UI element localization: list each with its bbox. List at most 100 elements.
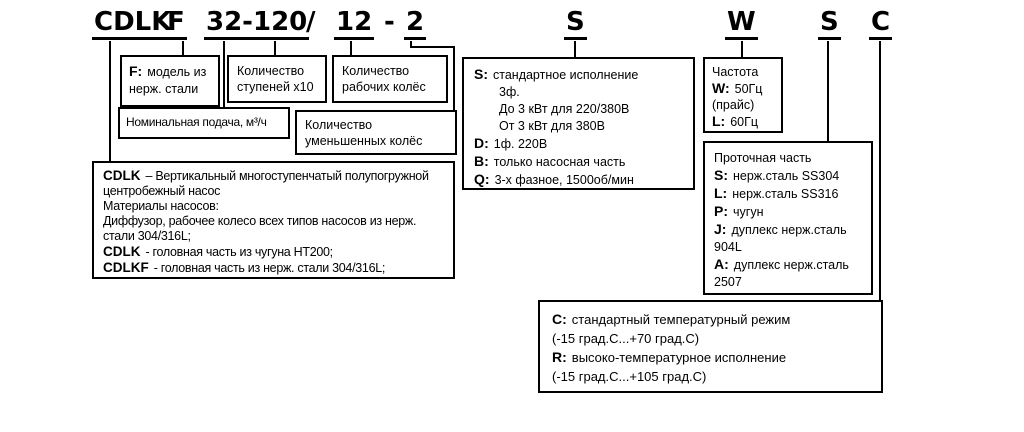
temperature-line: C: стандартный температурный режим [552,310,869,329]
connector-flow-line [223,41,225,107]
flow-part-key: L: [714,185,728,201]
connector-power-line [574,41,576,57]
connector-material-line [182,41,184,55]
connector-temperature-line [879,41,881,300]
nominal-flow-text: Номинальная подача, м³/ч [126,115,267,129]
flow-part-key: P: [714,203,728,219]
code-temperature: C [869,8,893,40]
impeller-count-line1: Количество [342,64,410,78]
cdlk-desc-line: CDLKF- головная часть из нерж. стали 304… [103,260,444,276]
temperature-key: R: [552,349,567,365]
cdlk-desc-text: Диффузор, рабочее колесо всех типов насо… [103,214,417,228]
flow-part-key: J: [714,221,727,237]
temperature-key: C: [552,311,567,327]
cdlk-desc-text: Материалы насосов: [103,199,219,213]
code-material-flag: F [165,8,187,40]
power-key: Q: [474,171,490,187]
code-stages: 12 [334,8,375,40]
code-reduced-impellers: 2 [404,8,427,40]
box-f-model: F:модель из нерж. стали [120,55,220,107]
connector-reduced-line-c [453,46,455,112]
box-nominal-flow: Номинальная подача, м³/ч [118,107,290,139]
power-text: стандартное исполнение [493,68,639,82]
code-dash: - [384,7,395,37]
power-line: B:только насосная часть [474,153,683,171]
cdlk-desc-text: – Вертикальный многоступенчатый полупогр… [145,169,429,183]
power-text: От 3 кВт для 380В [499,119,605,133]
frequency-key: L: [712,113,726,129]
power-text: 3ф. [499,85,520,99]
flow-part-line: S: нерж.сталь SS304 [714,167,862,185]
power-line: Q: 3-х фазное, 1500об/мин [474,171,683,189]
temperature-line: R:высоко-температурное исполнение [552,348,869,367]
cdlk-desc-key: CDLKF [103,260,149,275]
code-frequency: W [725,8,758,40]
box-flow-part: Проточная часть S:нерж.сталь SS304 L:нер… [703,141,873,295]
flow-part-text: дуплекс нерж.сталь [733,258,849,272]
power-line: D: 1ф. 220В [474,135,683,153]
connector-reduced-line-b [410,46,455,48]
connector-series-line [109,41,111,161]
power-text: 1ф. 220В [493,137,548,151]
box-impeller-count: Количество рабочих колёс [332,55,448,103]
flow-part-key: S: [714,167,728,183]
flow-part-line: 2507 [714,274,862,291]
reduced-line2: уменьшенных колёс [305,134,423,148]
flow-part-line: J: дуплекс нерж.сталь [714,221,862,239]
cdlk-desc-line: Материалы насосов: [103,199,444,214]
frequency-line: W: 50Гц [712,80,774,97]
power-key: D: [474,135,489,151]
flow-part-text: нерж.сталь SS304 [733,169,840,183]
power-text: только насосная часть [493,155,626,169]
box-stage-count: Количество ступеней x10 [227,55,327,103]
flow-part-line: A: дуплекс нерж.сталь [714,256,862,274]
flow-part-text: чугун [733,205,764,219]
frequency-key: W: [712,80,730,96]
power-text: 3-х фазное, 1500об/мин [494,173,634,187]
temperature-text: стандартный температурный режим [571,312,791,327]
connector-frequency-line [741,41,743,57]
stage-count-line2: ступеней x10 [237,80,314,94]
power-text: До 3 кВт для 220/380В [499,102,630,116]
frequency-line: L:60Гц [712,113,774,130]
cdlk-desc-line: CDLK- головная часть из чугуна HT200; [103,244,444,260]
code-power-variant: S [564,8,587,40]
power-line: 3ф. [474,84,683,101]
frequency-line: (прайс) [712,97,774,113]
cdlk-desc-text: - головная часть из чугуна HT200; [145,245,334,259]
flow-part-text: дуплекс нерж.сталь [731,223,847,237]
cdlk-desc-line: CDLK – Вертикальный многоступенчатый полу… [103,168,444,184]
flow-part-text: 2507 [714,275,742,289]
code-flow-head: 32-120 [204,8,310,40]
f-key: F: [129,63,143,79]
code-series: CDLK [92,8,174,40]
reduced-line1: Количество [305,118,373,132]
power-key: S: [474,66,488,82]
temperature-text: (-15 град.C...+105 град.C) [552,369,707,384]
box-power-variant: S: стандартное исполнение 3ф. До 3 кВт дл… [462,57,695,190]
temperature-line: (-15 град.C...+105 град.C) [552,367,869,386]
code-separator: / [306,7,316,37]
cdlk-desc-line: стали 304/316L; [103,229,444,244]
code-flow-part: S [818,8,841,40]
connector-impeller-line [350,41,352,57]
cdlk-desc-line: центробежный насос [103,184,444,199]
temperature-text: (-15 град.C...+70 град.C) [552,331,700,346]
flow-part-key: A: [714,256,729,272]
cdlk-desc-text: центробежный насос [103,184,221,198]
box-temperature: C: стандартный температурный режим (-15 г… [538,300,883,393]
frequency-text: 50Гц [734,82,763,96]
connector-stagecount-line [274,41,276,55]
frequency-title: Частота [712,65,759,79]
box-frequency: Частота W: 50Гц (прайс) L:60Гц [703,57,783,133]
connector-flowpart-line [827,41,829,141]
power-line: До 3 кВт для 220/380В [474,101,683,118]
flow-part-text: нерж.сталь SS316 [732,187,839,201]
temperature-line: (-15 град.C...+70 град.C) [552,329,869,348]
cdlk-desc-key: CDLK [103,168,141,183]
connector-reduced-line-a [410,41,412,48]
frequency-text: (прайс) [712,98,755,112]
cdlk-desc-line: Диффузор, рабочее колесо всех типов насо… [103,214,444,229]
impeller-count-line2: рабочих колёс [342,80,426,94]
